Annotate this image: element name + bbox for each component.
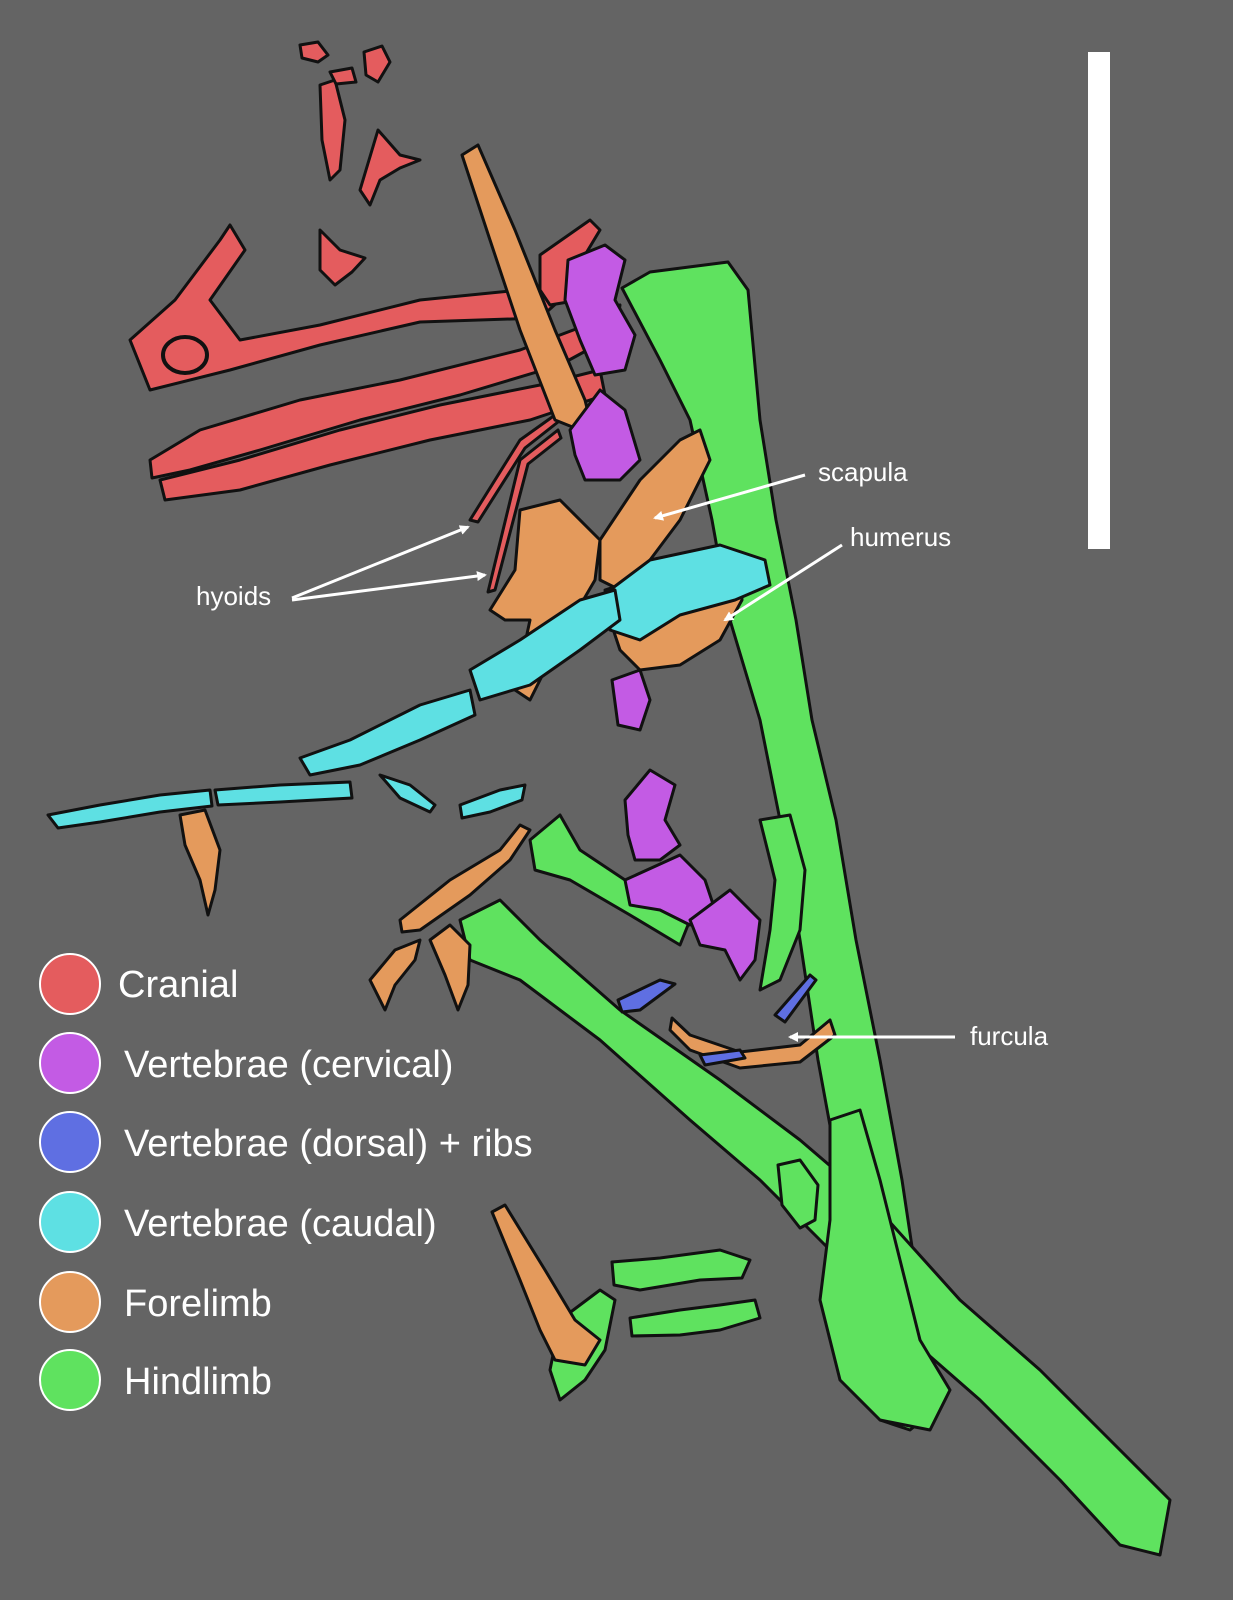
hyoid-2	[486, 428, 563, 594]
legend-item-hindlimb: Hindlimb	[39, 1349, 272, 1411]
forelimb-claw-2	[428, 923, 472, 1012]
caudal-vertebra-large	[608, 543, 772, 642]
legend-item-forelimb: Forelimb	[39, 1271, 272, 1333]
cranial-fragment-6	[318, 228, 367, 287]
dorsal-rib-2	[698, 1048, 747, 1067]
legend-swatch-cranial	[39, 953, 101, 1015]
dorsal-rib-3	[773, 973, 818, 1024]
cranial-fragment-1	[298, 40, 330, 64]
hyoids-label: hyoids	[196, 581, 271, 611]
legend-swatch-vertebrae-caudal	[39, 1191, 101, 1253]
forelimb-hand-element	[490, 1203, 602, 1367]
hyoids-arrow-2	[291, 571, 487, 602]
legend: Cranial Vertebrae (cervical) Vertebrae (…	[39, 953, 533, 1411]
scapula-arrow	[653, 473, 806, 521]
cranial-fragment-4	[358, 128, 422, 207]
dorsal-vertebrae-ribs	[616, 973, 818, 1067]
legend-label-vertebrae-dorsal-ribs: Vertebrae (dorsal) + ribs	[124, 1123, 533, 1165]
dorsal-rib-1	[616, 978, 677, 1014]
legend-swatch-hindlimb	[39, 1349, 101, 1411]
callout-scapula: scapula	[653, 457, 908, 521]
forelimb-claw-left	[178, 808, 222, 917]
cervical-vertebra-4	[623, 768, 682, 862]
cranial-fragment-2	[362, 44, 392, 84]
forelimb-digit-row	[398, 823, 532, 934]
legend-swatch-forelimb	[39, 1271, 101, 1333]
caudal-vertebra-3	[298, 688, 477, 777]
cervical-vertebrae	[563, 243, 762, 982]
caudal-vertebra-5	[46, 788, 214, 830]
legend-swatch-vertebrae-dorsal-ribs	[39, 1111, 101, 1173]
caudal-vertebra-2	[468, 588, 622, 702]
caudal-vertebrae	[46, 543, 772, 830]
caudal-vertebra-4	[213, 780, 354, 807]
callout-humerus: humerus	[723, 522, 951, 622]
hindlimb-femur	[528, 813, 692, 947]
legend-label-forelimb: Forelimb	[124, 1283, 272, 1325]
hindlimb-long-bone-lower	[458, 898, 1172, 1557]
hindlimb-toe-1	[610, 1248, 752, 1292]
legend-item-cranial: Cranial	[39, 953, 238, 1015]
scale-bar	[1088, 52, 1110, 549]
humerus-arrow	[723, 543, 843, 622]
hindlimb-ankle-bones	[776, 1158, 820, 1230]
hindlimb-toe-2	[628, 1298, 762, 1338]
legend-item-vertebrae-caudal: Vertebrae (caudal)	[39, 1191, 437, 1253]
hindlimb-knee-bones	[758, 813, 807, 992]
callout-hyoids: hyoids	[196, 525, 487, 611]
cervical-vertebra-6	[688, 888, 762, 982]
legend-label-hindlimb: Hindlimb	[124, 1361, 272, 1403]
legend-label-vertebrae-caudal: Vertebrae (caudal)	[124, 1203, 437, 1245]
callout-furcula: furcula	[788, 1021, 1049, 1051]
cervical-vertebra-1	[563, 243, 637, 377]
scapula-label: scapula	[818, 457, 908, 487]
legend-label-vertebrae-cervical: Vertebrae (cervical)	[124, 1044, 453, 1086]
humerus-label: humerus	[850, 522, 951, 552]
hindlimb-distal-element	[818, 1108, 952, 1432]
caudal-vertebra-7	[458, 783, 527, 820]
scapula-bone	[598, 428, 712, 592]
legend-item-vertebrae-dorsal-ribs: Vertebrae (dorsal) + ribs	[39, 1111, 533, 1173]
cranial-orbit	[161, 335, 209, 375]
furcula-label: furcula	[970, 1021, 1049, 1051]
cervical-vertebra-2	[568, 388, 642, 482]
legend-label-cranial: Cranial	[118, 964, 238, 1006]
cranial-fragment-3	[318, 78, 347, 182]
cranial-fragment-5	[328, 66, 358, 86]
cervical-vertebra-3	[610, 668, 652, 732]
forelimb-radius-ulna	[488, 498, 602, 702]
legend-item-vertebrae-cervical: Vertebrae (cervical)	[39, 1032, 453, 1094]
caudal-vertebra-6	[378, 773, 437, 814]
cranial-skull-roof	[128, 223, 562, 392]
legend-swatch-vertebrae-cervical	[39, 1032, 101, 1094]
hyoids-arrow-1	[291, 525, 470, 600]
forelimb-claw-1	[368, 938, 422, 1012]
